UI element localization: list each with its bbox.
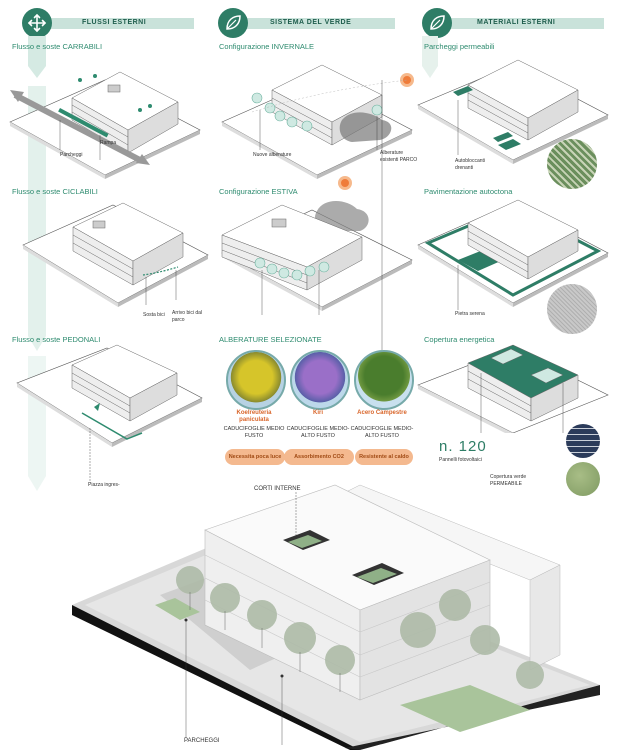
section-title: Flusso e soste CICLABILI — [12, 187, 98, 196]
invernale-diagram — [221, 64, 414, 179]
header-verde: SISTEMA DEL VERDE — [218, 8, 398, 38]
header-bar — [444, 18, 604, 29]
header-bar — [240, 18, 395, 29]
tree-desc: CADUCIFOGLIE MEDIO-ALTO FUSTO — [286, 426, 350, 439]
tree-badge: Resistente al caldo — [355, 449, 413, 465]
label-sosta-bici: Sosta bici — [143, 312, 165, 318]
label-parcheggi-main: PARCHEGGI — [184, 738, 220, 744]
acero-image — [354, 350, 414, 410]
pietra-serena-swatch — [547, 284, 597, 334]
label-pietra-serena: Pietra serena — [455, 311, 485, 317]
pedonali-diagram — [16, 344, 203, 455]
tree-name: Koelreuteria paniculata — [236, 410, 272, 423]
leaf-icon — [422, 8, 452, 38]
ribbon-decoration — [422, 36, 438, 78]
section-title: Parcheggi permeabili — [424, 42, 495, 51]
header-bar — [44, 18, 194, 29]
ciclabili-diagram — [22, 202, 209, 307]
pavimentazione-diagram — [417, 199, 609, 310]
label-copertura-verde: Copertura verde PERMEABILE — [490, 474, 527, 487]
tree-badge: Necessita poca luce — [225, 449, 285, 465]
parcheggi-permeabili-diagram — [417, 59, 609, 164]
copertura-diagram — [417, 344, 609, 433]
autobloccanti-swatch — [547, 139, 597, 189]
label-corti-interne: CORTI INTERNE — [254, 486, 301, 492]
green-roof-swatch — [566, 462, 600, 496]
label-nuove-alberature: Nuove alberature — [253, 152, 292, 158]
section-title: Flusso e soste PEDONALI — [12, 335, 101, 344]
koelreuteria-image — [226, 350, 286, 410]
solar-panel-swatch — [566, 424, 600, 458]
section-title: Configurazione ESTIVA — [219, 187, 298, 196]
header-title: MATERIALI ESTERNI — [477, 19, 556, 26]
section-title: Flusso e soste CARRABILI — [12, 42, 103, 51]
label-pannelli: Pannelli fotovoltaici — [439, 457, 482, 463]
label-parcheggi: Parcheggi — [60, 152, 83, 158]
leader-line — [381, 80, 383, 350]
estiva-diagram — [221, 176, 413, 315]
label-piazza: Piazza ingres- — [88, 482, 120, 488]
carrabili-diagram — [9, 71, 201, 179]
tree-name: Kiri — [312, 410, 323, 416]
plus-arrows-icon — [22, 8, 52, 38]
header-flussi: FLUSSI ESTERNI — [22, 8, 197, 38]
label-autobloccanti: Autobloccanti drenanti — [455, 158, 486, 171]
header-title: FLUSSI ESTERNI — [82, 19, 147, 26]
label-rampa: Rampa — [100, 140, 117, 146]
section-title: Copertura energetica — [424, 335, 495, 344]
leaf-icon — [218, 8, 248, 38]
tree-desc: CADUCIFOGLIE MEDIO FUSTO — [223, 426, 285, 439]
kiri-image — [290, 350, 350, 410]
building — [71, 71, 179, 154]
pannelli-count: n. 120 — [439, 438, 487, 455]
section-title: Pavimentazione autoctona — [424, 187, 513, 196]
tree-badge: Assorbimento CO2 — [284, 449, 354, 465]
section-title: Configurazione INVERNALE — [219, 42, 315, 51]
label-arrivo-bici: Arrivo bici dal parco — [172, 310, 203, 323]
tree-desc: CADUCIFOGLIE MEDIO-ALTO FUSTO — [350, 426, 414, 439]
leader-line — [89, 455, 91, 483]
section-title: ALBERATURE SELEZIONATE — [219, 335, 322, 344]
header-materiali: MATERIALI ESTERNI — [422, 8, 604, 38]
tree-name: Acero Campestre — [357, 410, 407, 416]
label-alberature-esistenti: Alberature esistenti PARCO — [380, 150, 418, 163]
header-title: SISTEMA DEL VERDE — [270, 19, 352, 26]
main-axonometric — [72, 484, 600, 750]
